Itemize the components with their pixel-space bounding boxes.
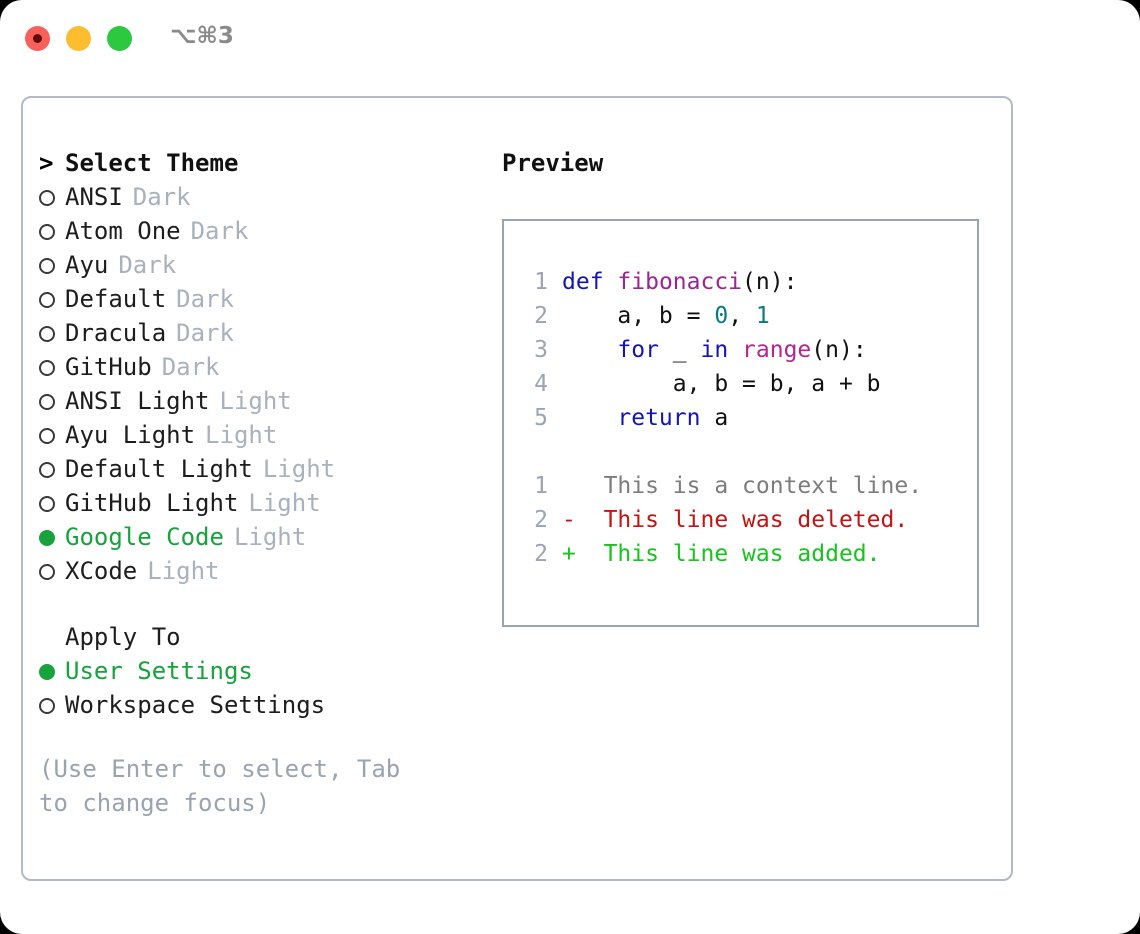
keyboard-shortcut-label: ⌥⌘3	[170, 23, 234, 49]
theme-option-xcode-light[interactable]: XCode Light	[39, 554, 499, 588]
apply-to-option-workspace-settings[interactable]: Workspace Settings	[39, 688, 499, 722]
theme-name: GitHub Light	[65, 489, 239, 517]
theme-name: GitHub	[65, 353, 152, 381]
diff-text: This line was deleted.	[603, 507, 909, 533]
prompt-marker-icon: >	[39, 149, 54, 177]
theme-variant: Light	[205, 421, 278, 449]
maximize-window-button[interactable]	[107, 26, 132, 51]
line-number: 5	[534, 405, 548, 431]
title-bar: ⌥⌘3	[0, 0, 1140, 78]
keyboard-hint-text: (Use Enter to select, Tab to change focu…	[39, 755, 401, 817]
theme-variant: Dark	[176, 285, 234, 313]
theme-name: ANSI	[65, 183, 123, 211]
minimize-window-button[interactable]	[66, 26, 91, 51]
theme-variant: Dark	[161, 353, 220, 381]
theme-name: Dracula	[65, 319, 167, 347]
diff-line-deleted: 2 - This line was deleted.	[518, 503, 977, 537]
apply-to-label: User Settings	[65, 657, 253, 685]
diff-line-added: 2 + This line was added.	[518, 537, 977, 571]
theme-name: Ayu Light	[65, 421, 196, 449]
theme-selector-column: > Select Theme ANSI Dark Atom One Dark A…	[39, 146, 499, 820]
code-text: for _ in range(n):	[617, 337, 867, 363]
theme-name: Google Code	[65, 523, 224, 551]
theme-option-ansi-light[interactable]: ANSI Light Light	[39, 384, 499, 418]
list-gap	[39, 588, 499, 620]
line-number: 2	[534, 507, 548, 533]
code-text: a, b = b, a + b	[562, 371, 881, 397]
select-theme-heading: > Select Theme	[39, 146, 499, 180]
theme-name: Default	[65, 285, 167, 313]
theme-option-atom-one-dark[interactable]: Atom One Dark	[39, 214, 499, 248]
code-line: 4 a, b = b, a + b	[518, 367, 977, 401]
theme-option-github-dark[interactable]: GitHub Dark	[39, 350, 499, 384]
code-text: a, b = 0, 1	[562, 303, 770, 329]
theme-variant: Light	[233, 523, 307, 551]
code-text: def fibonacci(n):	[562, 269, 798, 295]
theme-option-ansi-dark[interactable]: ANSI Dark	[39, 180, 499, 214]
diff-sign: -	[562, 507, 576, 533]
line-number: 4	[534, 371, 548, 397]
diff-text: This line was added.	[603, 541, 881, 567]
line-number: 1	[534, 269, 548, 295]
theme-variant: Light	[248, 489, 321, 517]
theme-name: ANSI Light	[65, 387, 210, 415]
theme-option-default-light[interactable]: Default Light Light	[39, 452, 499, 486]
code-text: return a	[617, 405, 729, 431]
diff-line-context: 1 This is a context line.	[518, 469, 977, 503]
close-window-button[interactable]	[25, 26, 50, 51]
code-line: 2 a, b = 0, 1	[518, 299, 977, 333]
theme-option-github-light[interactable]: GitHub Light Light	[39, 486, 499, 520]
apply-to-heading: Apply To	[65, 623, 181, 651]
theme-option-default-dark[interactable]: Default Dark	[39, 282, 499, 316]
code-line: 3 for _ in range(n):	[518, 333, 977, 367]
theme-variant: Dark	[118, 251, 177, 279]
theme-variant: Dark	[190, 217, 249, 245]
diff-sign	[562, 469, 576, 503]
line-number: 1	[534, 473, 548, 499]
preview-gap	[518, 435, 977, 469]
theme-name: Atom One	[65, 217, 181, 245]
theme-variant: Dark	[132, 183, 191, 211]
theme-variant: Light	[262, 455, 336, 483]
theme-variant: Light	[147, 557, 220, 585]
theme-variant: Light	[219, 387, 292, 415]
diff-sign: +	[562, 541, 576, 567]
traffic-light-group	[25, 26, 132, 51]
select-theme-label: Select Theme	[65, 149, 239, 177]
main-panel: > Select Theme ANSI Dark Atom One Dark A…	[21, 96, 1013, 881]
diff-text: This is a context line.	[603, 473, 923, 499]
theme-option-dracula-dark[interactable]: Dracula Dark	[39, 316, 499, 350]
code-line: 5 return a	[518, 401, 977, 435]
preview-box: 1 def fibonacci(n): 2 a, b = 0, 1 3 for …	[502, 219, 979, 627]
preview-column: Preview 1 def fibonacci(n): 2 a, b = 0, …	[502, 146, 1002, 627]
apply-to-option-user-settings[interactable]: User Settings	[39, 654, 499, 688]
line-number: 2	[534, 541, 548, 567]
apply-to-label: Workspace Settings	[65, 691, 326, 719]
line-number: 3	[534, 337, 548, 363]
line-number: 2	[534, 303, 548, 329]
theme-variant: Dark	[176, 319, 234, 347]
theme-name: XCode	[65, 557, 138, 585]
preview-heading: Preview	[502, 149, 604, 177]
theme-option-ayu-light[interactable]: Ayu Light Light	[39, 418, 499, 452]
theme-option-ayu-dark[interactable]: Ayu Dark	[39, 248, 499, 282]
theme-option-google-code-light[interactable]: Google Code Light	[39, 520, 499, 554]
theme-name: Ayu	[65, 251, 109, 279]
theme-name: Default Light	[65, 455, 253, 483]
code-line: 1 def fibonacci(n):	[518, 265, 977, 299]
